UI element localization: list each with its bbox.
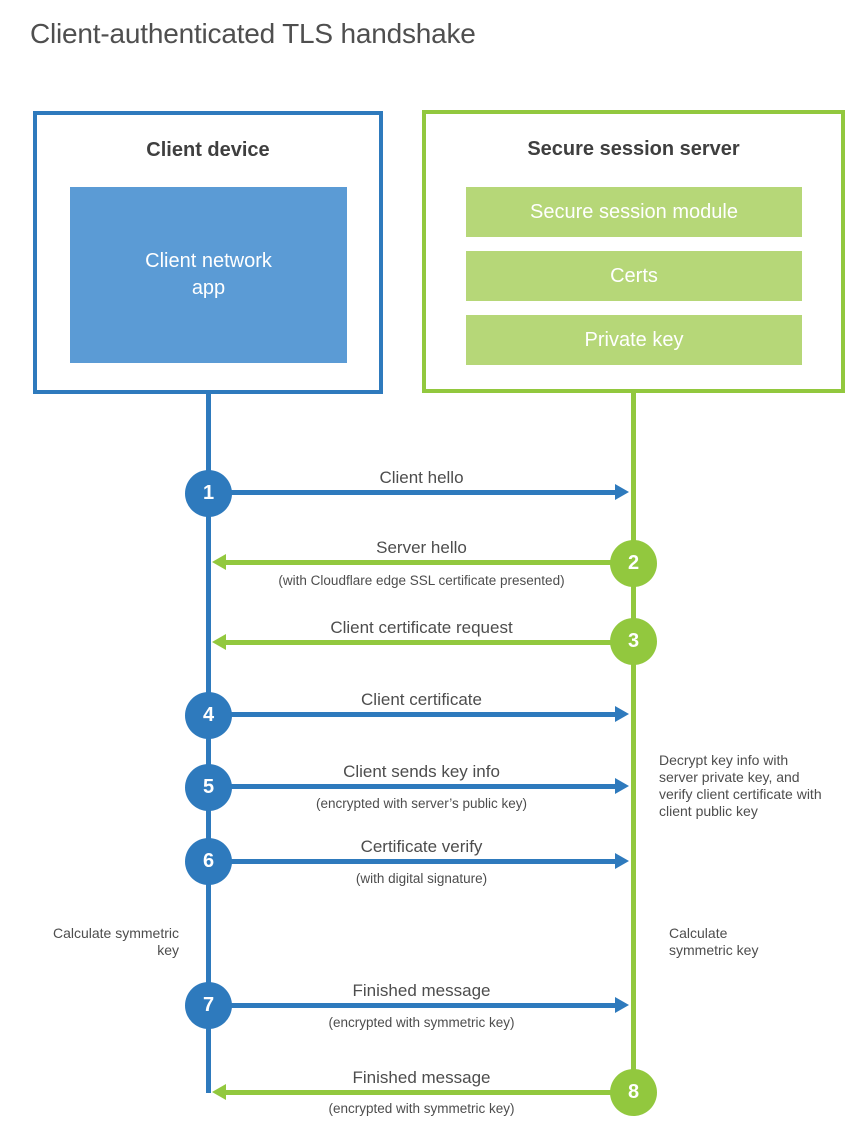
step-2-label: Server hello	[376, 538, 467, 557]
step-6-marker: 6	[185, 838, 232, 885]
step-4-arrow-right-icon	[230, 706, 629, 722]
step-7-sublabel: (encrypted with symmetric key)	[328, 1015, 515, 1030]
step-1-label: Client hello	[379, 468, 464, 487]
server-box-title: Secure session server	[527, 138, 740, 160]
calc-symmetric-key-right: Calculate symmetric key	[669, 925, 759, 958]
step-3-arrow-left-icon	[212, 634, 611, 650]
server-module-bar-private-key: Private key	[466, 315, 802, 365]
step-6-sublabel: (with digital signature)	[355, 871, 488, 886]
client-lifeline	[206, 394, 211, 1093]
diagram-title: Client-authenticated TLS handshake	[30, 18, 476, 49]
step-6-arrow-right-icon	[230, 853, 629, 869]
step-8-arrow-left-icon	[212, 1084, 611, 1100]
step-3-label: Client certificate request	[330, 618, 513, 637]
step-2-sublabel: (with Cloudflare edge SSL certificate pr…	[278, 573, 565, 588]
step-1-marker: 1	[185, 470, 232, 517]
server-lifeline	[631, 393, 636, 1096]
step-8-marker: 8	[610, 1069, 657, 1116]
step-2-marker: 2	[610, 540, 657, 587]
server-module-bar-secure-session: Secure session module	[466, 187, 802, 237]
client-device-title: Client device	[146, 139, 270, 161]
step-5-arrow-right-icon	[230, 778, 629, 794]
step-1-arrow-right-icon	[230, 484, 629, 500]
server-box: Secure session server Secure session mod…	[422, 110, 845, 393]
decrypt-note: Decrypt key info with server private key…	[659, 752, 822, 819]
client-network-app-label: Client network app	[145, 250, 272, 299]
step-6-label: Certificate verify	[360, 837, 483, 856]
step-4-label: Client certificate	[361, 690, 482, 709]
client-device-box: Client device Client network app	[33, 111, 383, 394]
step-5-sublabel: (encrypted with server’s public key)	[315, 796, 528, 811]
step-5-marker: 5	[185, 764, 232, 811]
step-7-marker: 7	[185, 982, 232, 1029]
step-2-arrow-left-icon	[212, 554, 611, 570]
step-7-label: Finished message	[352, 981, 491, 1000]
calc-symmetric-key-left: Calculate symmetric key	[52, 925, 179, 958]
step-3-marker: 3	[610, 618, 657, 665]
step-7-arrow-right-icon	[230, 997, 629, 1013]
step-8-sublabel: (encrypted with symmetric key)	[328, 1101, 515, 1116]
client-network-app-box: Client network app	[70, 187, 347, 363]
step-8-label: Finished message	[352, 1068, 491, 1087]
server-module-bar-certs: Certs	[466, 251, 802, 301]
step-4-marker: 4	[185, 692, 232, 739]
step-5-label: Client sends key info	[343, 762, 500, 781]
